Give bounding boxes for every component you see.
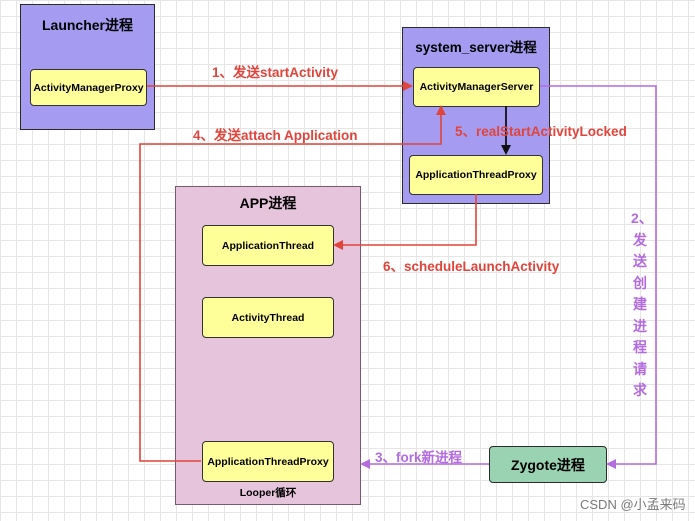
arrow-schedule-launch-activity	[333, 194, 477, 250]
arrow-attach-application	[139, 105, 446, 462]
step4-label: 4、发送attach Application	[193, 128, 358, 143]
application-thread-proxy-server-box: ApplicationThreadProxy	[409, 155, 543, 195]
arrow-create-process-request	[540, 85, 657, 469]
activity-manager-server-box: ActivityManagerServer	[413, 67, 540, 107]
system-server-process: system_server进程 ActivityManagerServer Ap…	[402, 27, 550, 204]
step2-label: 2、发送创建进程请求	[631, 210, 653, 398]
activity-thread-box: ActivityThread	[202, 297, 334, 338]
zygote-process: Zygote进程	[489, 446, 607, 483]
watermark: CSDN @小孟来码	[580, 497, 686, 512]
app-process: APP进程 ApplicationThread ActivityThread A…	[175, 186, 361, 505]
app-process-title: APP进程	[239, 195, 297, 211]
application-thread-proxy-app-box: ApplicationThreadProxy	[202, 441, 334, 482]
launcher-process: Launcher进程 ActivityManagerProxy	[20, 4, 155, 130]
launcher-process-title: Launcher进程	[41, 17, 133, 33]
zygote-process-title: Zygote进程	[511, 456, 585, 473]
step1-label: 1、发送startActivity	[212, 65, 339, 80]
looper-label: Looper循环	[239, 487, 297, 499]
step6-label: 6、scheduleLaunchActivity	[383, 259, 560, 274]
step3-label: 3、fork新进程	[375, 450, 463, 465]
step5-label: 5、realStartActivityLocked	[455, 124, 627, 139]
application-thread-box: ApplicationThread	[202, 225, 334, 266]
activity-manager-proxy-box: ActivityManagerProxy	[30, 69, 147, 106]
system-server-process-title: system_server进程	[415, 40, 537, 55]
